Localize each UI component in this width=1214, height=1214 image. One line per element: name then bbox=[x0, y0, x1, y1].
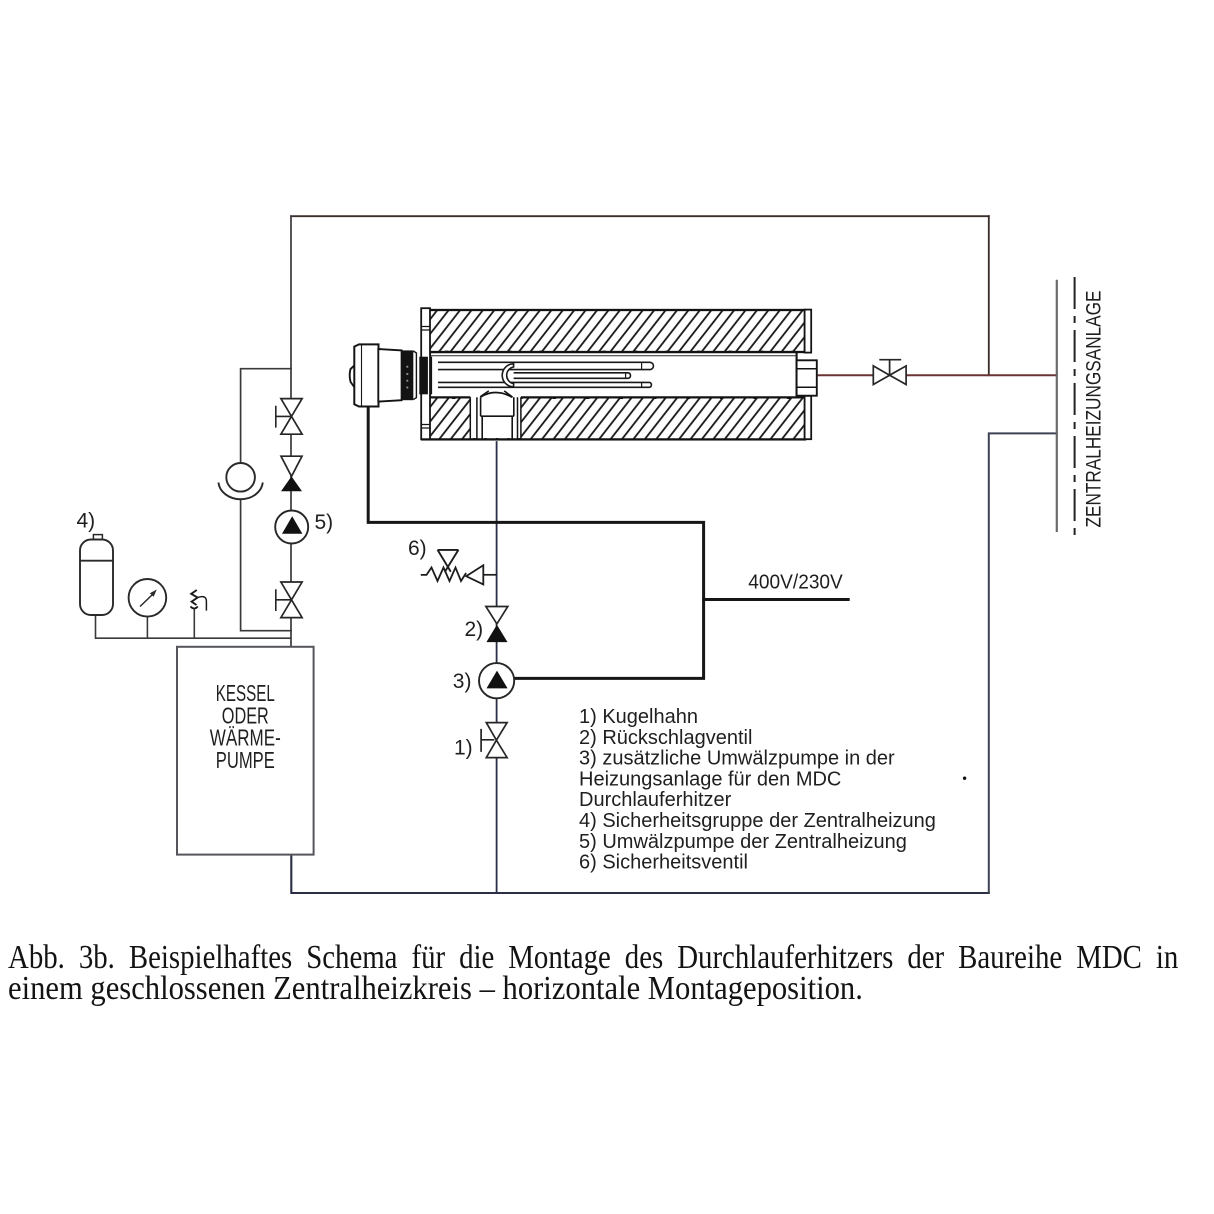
svg-text:4): 4) bbox=[77, 510, 96, 533]
svg-text:1): 1) bbox=[454, 737, 473, 760]
svg-text:PUMPE: PUMPE bbox=[216, 747, 275, 773]
svg-text:ZENTRALHEIZUNGSANLAGE: ZENTRALHEIZUNGSANLAGE bbox=[1083, 291, 1106, 528]
svg-text:3): 3) bbox=[453, 670, 472, 693]
svg-text:5): 5) bbox=[315, 511, 334, 534]
svg-text:1) Kugelhahn: 1) Kugelhahn bbox=[579, 706, 698, 728]
svg-text:3) zusätzliche Umwälzpumpe in: 3) zusätzliche Umwälzpumpe in der bbox=[579, 748, 895, 770]
svg-text:6): 6) bbox=[408, 537, 427, 560]
svg-text:Durchlauferhitzer: Durchlauferhitzer bbox=[579, 789, 732, 811]
svg-text:WÄRME-: WÄRME- bbox=[210, 725, 281, 751]
svg-text:KESSEL: KESSEL bbox=[216, 680, 275, 706]
svg-text:2): 2) bbox=[465, 618, 484, 641]
svg-text:ODER: ODER bbox=[222, 702, 269, 728]
svg-text:5) Umwälzpumpe der Zentralheiz: 5) Umwälzpumpe der Zentralheizung bbox=[579, 831, 907, 853]
svg-text:6) Sicherheitsventil: 6) Sicherheitsventil bbox=[579, 852, 748, 874]
svg-text:Heizungsanlage für den MDC: Heizungsanlage für den MDC bbox=[579, 768, 841, 790]
svg-text:400V/230V: 400V/230V bbox=[748, 571, 843, 593]
svg-text:4) Sicherheitsgruppe der Zentr: 4) Sicherheitsgruppe der Zentralheizung bbox=[579, 810, 936, 832]
svg-text:2) Rückschlagventil: 2) Rückschlagventil bbox=[579, 727, 752, 749]
